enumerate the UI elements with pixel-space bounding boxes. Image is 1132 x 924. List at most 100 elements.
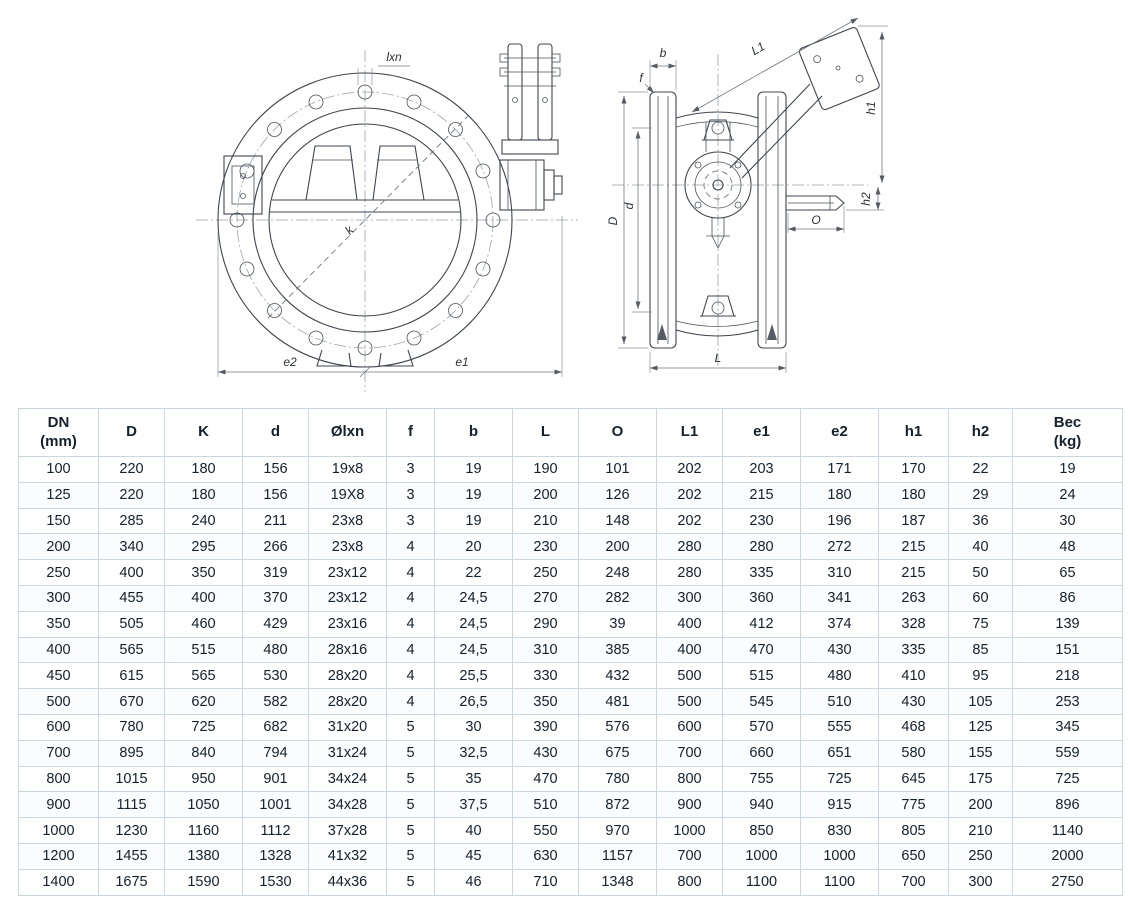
table-cell: 545 [722, 688, 801, 715]
table-cell: 202 [656, 456, 723, 483]
dim-h1: h1 [858, 25, 888, 183]
table-cell: 19 [434, 456, 513, 483]
table-cell: 100 [18, 456, 99, 483]
table-cell: 5 [386, 817, 435, 844]
column-header: L [512, 408, 579, 457]
table-cell: 75 [948, 610, 1013, 638]
table-cell: 360 [722, 584, 801, 612]
table-cell: 725 [800, 765, 879, 793]
table-cell: 1328 [242, 842, 309, 870]
table-cell: 300 [18, 584, 99, 612]
table-cell: 780 [98, 713, 165, 741]
table-cell: 600 [656, 713, 723, 741]
table-cell: 148 [578, 507, 657, 535]
column-header: h2 [948, 408, 1013, 457]
table-cell: 1112 [242, 817, 309, 844]
table-cell: 725 [164, 713, 243, 741]
table-cell: 215 [878, 559, 949, 586]
table-cell: 20 [434, 533, 513, 561]
table-cell: 1050 [164, 791, 243, 819]
table-cell: 510 [512, 791, 579, 819]
table-cell: 218 [1012, 662, 1123, 690]
left-trunnion [223, 155, 263, 215]
table-cell: 39 [578, 610, 657, 638]
table-cell: 600 [18, 713, 99, 741]
column-header: e2 [800, 408, 879, 457]
table-cell: 44x36 [308, 868, 387, 896]
table-cell: 576 [578, 713, 657, 741]
e-dimensions: e2 e1 [217, 216, 563, 378]
table-cell: 335 [878, 636, 949, 664]
table-cell: 22 [434, 559, 513, 586]
dim-label-b: b [660, 46, 667, 60]
table-cell: 23x12 [308, 559, 387, 586]
table-cell: 46 [434, 868, 513, 896]
table-cell: 430 [800, 636, 879, 664]
table-cell: 468 [878, 713, 949, 741]
table-cell: 350 [18, 610, 99, 638]
table-cell: 155 [948, 739, 1013, 767]
column-header: DN (mm) [18, 408, 99, 457]
table-cell: 1000 [18, 817, 99, 844]
table-cell: 22 [948, 456, 1013, 483]
table-cell: 470 [722, 636, 801, 664]
table-cell: 830 [800, 817, 879, 844]
table-cell: 1160 [164, 817, 243, 844]
table-cell: 1200 [18, 842, 99, 870]
table-cell: 550 [512, 817, 579, 844]
table-cell: 500 [656, 662, 723, 690]
table-cell: 48 [1012, 533, 1123, 561]
table-cell: 565 [164, 662, 243, 690]
table-cell: 310 [512, 636, 579, 664]
table-cell: 1100 [722, 868, 801, 896]
table-cell: 3 [386, 456, 435, 483]
table-cell: 34x24 [308, 765, 387, 793]
table-cell: 19 [434, 507, 513, 535]
table-cell: 390 [512, 713, 579, 741]
table-cell: 29 [948, 481, 1013, 509]
column-header: d [242, 408, 309, 457]
dim-d: d [622, 127, 652, 313]
table-cell: 328 [878, 610, 949, 638]
table-cell: 34x28 [308, 791, 387, 819]
table-cell: 171 [800, 456, 879, 483]
table-cell: 1380 [164, 842, 243, 870]
table-cell: 345 [1012, 713, 1123, 741]
table-cell: 270 [512, 584, 579, 612]
table-cell: 202 [656, 507, 723, 535]
table-cell: 1001 [242, 791, 309, 819]
table-cell: 37x28 [308, 817, 387, 844]
table-cell: 775 [878, 791, 949, 819]
table-cell: 410 [878, 662, 949, 690]
table-cell: 210 [948, 817, 1013, 844]
table-cell: 481 [578, 688, 657, 715]
column-header: Bec (kg) [1012, 408, 1123, 457]
dim-O: O [787, 206, 845, 233]
table-cell: 1100 [800, 868, 879, 896]
table-cell: 31x24 [308, 739, 387, 767]
table-cell: 187 [878, 507, 949, 535]
table-cell: 253 [1012, 688, 1123, 715]
table-cell: 40 [434, 817, 513, 844]
table-cell: 350 [512, 688, 579, 715]
table-cell: 24,5 [434, 636, 513, 664]
dim-b: b [649, 46, 677, 90]
table-cell: 23x16 [308, 610, 387, 638]
table-cell: 400 [656, 610, 723, 638]
table-cell: 3 [386, 481, 435, 509]
dim-label-L: L [715, 351, 722, 365]
table-cell: 248 [578, 559, 657, 586]
column-header: b [434, 408, 513, 457]
table-cell: 1590 [164, 868, 243, 896]
valve-drawing-svg: k lxn e2 e1 [196, 17, 888, 392]
table-cell: 335 [722, 559, 801, 586]
